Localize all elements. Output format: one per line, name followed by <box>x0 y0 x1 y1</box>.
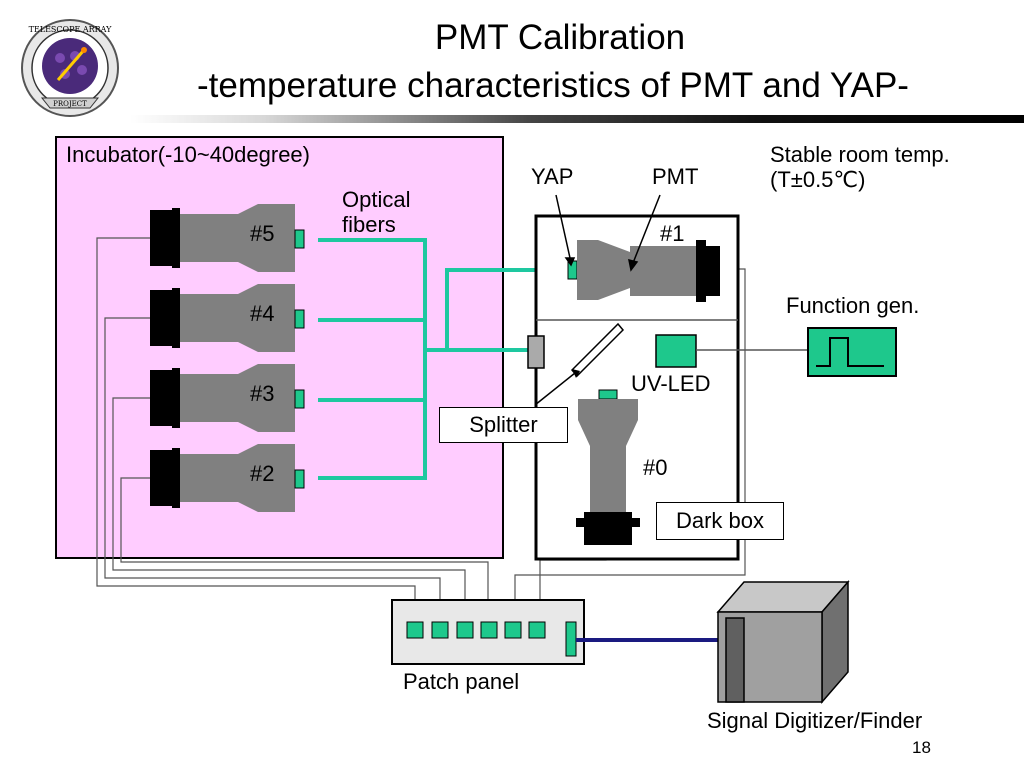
logo-text-bottom: PROJECT <box>53 100 87 108</box>
incubator-label: Incubator(-10~40degree) <box>66 142 310 167</box>
pmt-3 <box>150 364 305 432</box>
pmt-1-label: #1 <box>660 221 685 246</box>
optical-fibers <box>318 238 552 480</box>
splitter-label: Splitter <box>439 407 568 443</box>
header-rule <box>130 115 1024 123</box>
slide-title: PMT Calibration <box>434 18 686 57</box>
logo-text-top: TELESCOPE ARRAY <box>29 25 113 34</box>
patch-panel <box>391 599 585 665</box>
digitizer-label: Signal Digitizer/Finder <box>707 708 923 733</box>
telescope-array-logo: TELESCOPE ARRAY PROJECT <box>21 19 119 117</box>
pmt-2 <box>150 444 305 512</box>
patch-panel-label: Patch panel <box>403 669 520 694</box>
pmt-1 <box>567 240 720 302</box>
fiber-connector <box>527 335 545 369</box>
pmt-5 <box>150 204 305 272</box>
signal-digitizer <box>716 579 850 705</box>
uv-led-label: UV-LED <box>631 371 711 396</box>
pmt-0 <box>576 389 640 545</box>
pmt-4-label: #4 <box>250 301 275 326</box>
optical-fibers-label-line1: Optical <box>342 187 411 212</box>
pmt-4 <box>150 284 305 352</box>
function-generator <box>807 327 897 377</box>
pmt-3-label: #3 <box>250 381 275 406</box>
dark-box-label: Dark box <box>656 502 784 540</box>
page-number: 18 <box>912 738 931 757</box>
function-gen-label: Function gen. <box>786 293 920 318</box>
stable-room-label-line2: (T±0.5℃) <box>770 167 866 192</box>
pmt-0-label: #0 <box>643 455 668 480</box>
pmt-5-label: #5 <box>250 221 275 246</box>
pointer-arrows <box>555 194 661 272</box>
pmt-label: PMT <box>652 164 699 189</box>
stable-room-label-line1: Stable room temp. <box>770 142 950 167</box>
slide-subtitle: -temperature characteristics of PMT and … <box>197 66 909 105</box>
yap-label: YAP <box>531 164 574 189</box>
uv-led <box>655 334 697 368</box>
optical-fibers-label-line2: fibers <box>342 212 396 237</box>
pmt-2-label: #2 <box>250 461 275 486</box>
